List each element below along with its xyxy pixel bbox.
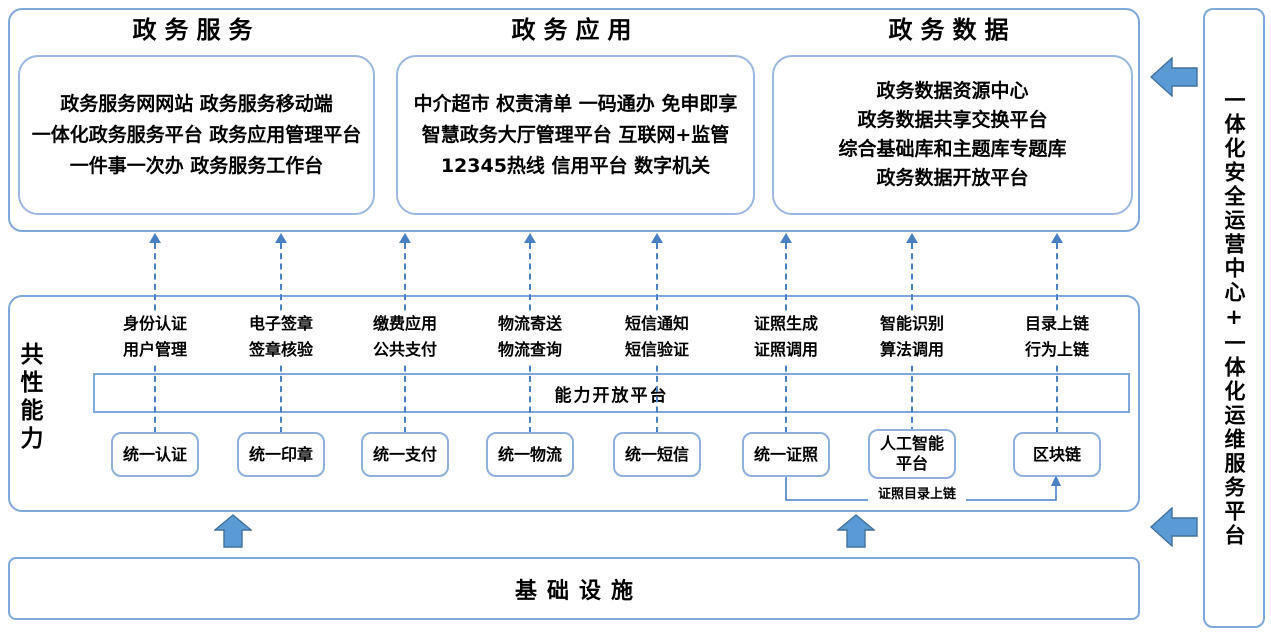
dashed-up-arrowhead [1051, 233, 1063, 243]
unified-license-box: 统一证照 [742, 432, 830, 477]
unified-seal-box: 统一印章 [237, 432, 325, 477]
gov-data-line: 综合基础库和主题库专题库 [838, 138, 1067, 160]
up-arrow-icon [837, 514, 875, 548]
infrastructure-box: 基础设施 [8, 557, 1140, 620]
gov-data-line: 政务数据开放平台 [876, 167, 1029, 189]
security-ops-panel-label: 一体化安全运营中心+一体化运维服务平台 [1222, 88, 1246, 548]
dashed-up-arrowhead [651, 233, 663, 243]
section-title-gov-application: 政务应用 [511, 16, 640, 44]
section-title-gov-service: 政务服务 [132, 16, 261, 44]
dashed-up-arrowhead [149, 233, 161, 243]
gov-application-line: 智慧政务大厅管理平台 互联网+监管 [421, 123, 730, 146]
unified-sms-box: 统一短信 [613, 432, 701, 477]
capability-label-ai: 智能识别 算法调用 [860, 311, 964, 363]
gov-data-line: 政务数据共享交换平台 [857, 109, 1048, 131]
dashed-up-arrowhead [906, 233, 918, 243]
gov-service-line: 政务服务网网站 政务服务移动端 [60, 92, 333, 115]
license-catalog-connector-label: 证照目录上链 [868, 487, 966, 502]
gov-application-box: 中介超市 权责清单 一码通办 免申即享 智慧政务大厅管理平台 互联网+监管 12… [396, 55, 755, 215]
unified-auth-box: 统一认证 [111, 432, 199, 477]
gov-service-box: 政务服务网网站 政务服务移动端 一体化政务服务平台 政务应用管理平台 一件事一次… [18, 55, 375, 215]
unified-payment-box: 统一支付 [361, 432, 449, 477]
dashed-up-arrowhead [275, 233, 287, 243]
up-arrow-icon [214, 514, 252, 548]
blockchain-box: 区块链 [1013, 432, 1101, 477]
ai-platform-box: 人工智能 平台 [868, 429, 956, 479]
capability-label-license: 证照生成 证照调用 [734, 311, 838, 363]
dashed-up-arrowhead [780, 233, 792, 243]
infrastructure-label: 基础设施 [514, 578, 643, 604]
capability-label-blockchain: 目录上链 行为上链 [1005, 311, 1109, 363]
capability-label-sms: 短信通知 短信验证 [605, 311, 709, 363]
dashed-up-arrowhead [524, 233, 536, 243]
capability-label-identity: 身份认证 用户管理 [103, 311, 207, 363]
capability-label-signature: 电子签章 签章核验 [229, 311, 333, 363]
capability-open-platform-label: 能力开放平台 [546, 380, 677, 406]
capability-label-payment: 缴费应用 公共支付 [353, 311, 457, 363]
gov-data-box: 政务数据资源中心 政务数据共享交换平台 综合基础库和主题库专题库 政务数据开放平… [772, 55, 1133, 215]
left-arrow-icon [1150, 57, 1198, 97]
gov-service-line: 一体化政务服务平台 政务应用管理平台 [31, 123, 362, 146]
capability-label-logistics: 物流寄送 物流查询 [478, 311, 582, 363]
security-ops-panel: 一体化安全运营中心+一体化运维服务平台 [1203, 8, 1265, 628]
dashed-up-arrowhead [399, 233, 411, 243]
gov-application-line: 12345热线 信用平台 数字机关 [440, 154, 711, 177]
gov-service-line: 一件事一次办 政务服务工作台 [69, 154, 324, 177]
section-title-gov-data: 政务数据 [888, 16, 1017, 44]
capability-open-platform-bar: 能力开放平台 [93, 373, 1130, 413]
left-arrow-icon [1150, 507, 1198, 547]
common-capabilities-label: 共性能力 [16, 342, 42, 454]
gov-data-line: 政务数据资源中心 [876, 80, 1029, 102]
gov-application-line: 中介超市 权责清单 一码通办 免申即享 [413, 92, 738, 115]
unified-logistics-box: 统一物流 [486, 432, 574, 477]
